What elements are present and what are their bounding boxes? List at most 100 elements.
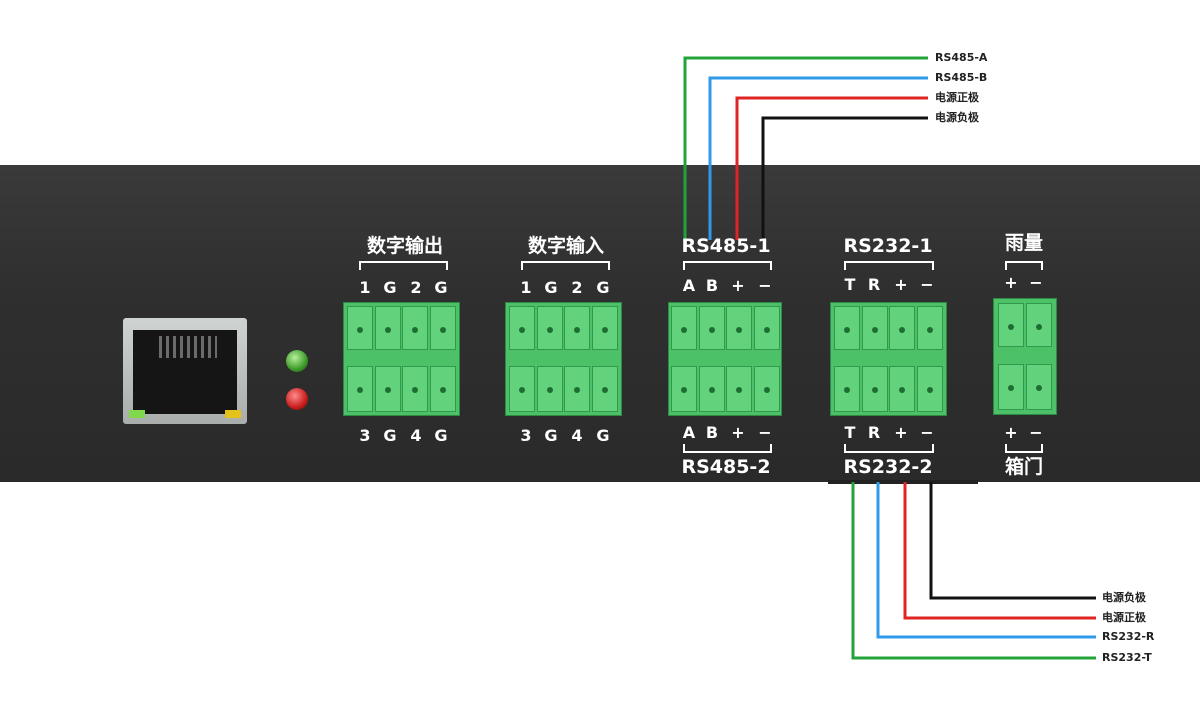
top-wire-2 xyxy=(708,76,928,240)
digital-input-terminal-top xyxy=(536,306,563,350)
rs485-pin-label: A xyxy=(682,276,696,295)
rs232-top-bracket xyxy=(844,261,934,270)
rs232-pin-label: − xyxy=(920,423,934,442)
bottom-wire-label: 电源正极 xyxy=(1102,611,1146,624)
top-wire-label: RS485-A xyxy=(935,51,988,64)
rs485-1-title: RS485-1 xyxy=(681,235,771,257)
digital-output-terminal-top xyxy=(429,306,456,350)
door-pin-label: + xyxy=(1004,423,1018,442)
rs485-terminal-bottom xyxy=(726,366,752,412)
ethernet-port xyxy=(123,318,247,424)
rs232-pin-label: − xyxy=(920,275,934,294)
digital-input-terminal-bottom xyxy=(509,366,535,412)
door-title: 箱门 xyxy=(1004,456,1044,478)
rain-pin-label: + xyxy=(1004,273,1018,292)
bottom-wire-3 xyxy=(876,482,1096,639)
digital-output-terminal-bottom xyxy=(402,366,428,412)
rs485-terminal-top xyxy=(698,306,725,350)
digital-input-pin-label: 3 xyxy=(520,426,532,445)
rs232-terminal-bottom xyxy=(916,366,943,412)
digital-input-terminal-bottom xyxy=(564,366,590,412)
digital-output-pin-label: G xyxy=(434,278,448,297)
bottom-wire-label: RS232-T xyxy=(1102,651,1152,664)
door-bracket xyxy=(1005,444,1043,453)
rs485-terminal-top xyxy=(753,306,780,350)
digital-input-terminal-bottom xyxy=(591,366,618,412)
rs232-pin-label: T xyxy=(844,423,856,442)
digital-output-pin-label: G xyxy=(434,426,448,445)
digital-input-pin-label: G xyxy=(544,426,558,445)
digital-output-pin-label: 2 xyxy=(410,278,422,297)
rs232-terminal-bottom xyxy=(889,366,915,412)
digital-input-pin-label: 1 xyxy=(520,278,532,297)
rs485-2-title: RS485-2 xyxy=(681,456,771,478)
rs232-pin-label: R xyxy=(867,275,881,294)
ethernet-contacts xyxy=(159,336,217,358)
rs232-pin-label: R xyxy=(867,423,881,442)
bottom-wire-label: 电源负极 xyxy=(1102,591,1146,604)
rain-pin-label: − xyxy=(1029,273,1043,292)
panel-lip xyxy=(828,480,978,484)
rs232-pin-label: T xyxy=(844,275,856,294)
bottom-wire-4 xyxy=(851,482,1096,660)
digital-input-terminal-top xyxy=(591,306,618,350)
rs232-terminal-bottom xyxy=(861,366,888,412)
rs485-terminal-bottom xyxy=(698,366,725,412)
rs232-terminal-top xyxy=(834,306,860,350)
digital-output-pin-label: 4 xyxy=(410,426,422,445)
ethernet-activity-led xyxy=(225,410,241,418)
ethernet-socket xyxy=(133,330,237,414)
digital-input-pin-label: G xyxy=(596,278,610,297)
digital-input-pin-label: G xyxy=(596,426,610,445)
digital-input-terminal-bottom xyxy=(536,366,563,412)
ethernet-link-led xyxy=(129,410,145,418)
digital-output-terminal-top xyxy=(347,306,373,350)
top-wire-3 xyxy=(735,96,928,240)
rs485-pin-label: + xyxy=(731,276,745,295)
rs232-2-title: RS232-2 xyxy=(843,456,933,478)
top-wire-label: 电源负极 xyxy=(935,111,979,124)
rain-door-terminal-top xyxy=(998,303,1024,347)
digital-output-pin-label: G xyxy=(383,426,397,445)
digital-input-pin-label: G xyxy=(544,278,558,297)
digital-input-pin-label: 2 xyxy=(571,278,583,297)
rs232-terminal-bottom xyxy=(834,366,860,412)
rs232-1-title: RS232-1 xyxy=(843,235,933,257)
rs485-top-bracket xyxy=(683,261,772,270)
rs485-terminal-bottom xyxy=(671,366,697,412)
digital-input-pin-label: 4 xyxy=(571,426,583,445)
rs232-terminal-top xyxy=(889,306,915,350)
rs485-pin-label: − xyxy=(758,423,772,442)
rain-title: 雨量 xyxy=(1004,232,1044,254)
rain-door-terminal-bottom xyxy=(998,364,1024,410)
digital-output-terminal-top xyxy=(402,306,428,350)
rain-bracket xyxy=(1005,261,1043,270)
rs485-bottom-bracket xyxy=(683,444,772,453)
digital-input-title: 数字输入 xyxy=(527,235,605,257)
digital-output-title: 数字输出 xyxy=(366,235,444,257)
rs485-terminal-bottom xyxy=(753,366,780,412)
rs485-pin-label: A xyxy=(682,423,696,442)
rain-door-terminal-top xyxy=(1025,303,1052,347)
top-wire-1 xyxy=(683,56,928,240)
digital-input-terminal-top xyxy=(509,306,535,350)
rain-door-terminal-bottom xyxy=(1025,364,1052,410)
rs232-terminal-top xyxy=(916,306,943,350)
rs232-terminal-top xyxy=(861,306,888,350)
door-pin-label: − xyxy=(1029,423,1043,442)
digital-output-terminal-bottom xyxy=(429,366,456,412)
digital-output-terminal-bottom xyxy=(374,366,401,412)
digital-output-pin-label: 3 xyxy=(359,426,371,445)
rs485-pin-label: B xyxy=(705,276,719,295)
bottom-wire-2 xyxy=(903,482,1096,620)
status-led-red xyxy=(286,388,308,410)
digital-output-terminal-top xyxy=(374,306,401,350)
rs485-terminal-top xyxy=(671,306,697,350)
digital-output-pin-label: 1 xyxy=(359,278,371,297)
rs485-pin-label: B xyxy=(705,423,719,442)
rs232-pin-label: + xyxy=(894,275,908,294)
rs232-bottom-bracket xyxy=(844,444,934,453)
bottom-wire-1 xyxy=(929,482,1096,600)
